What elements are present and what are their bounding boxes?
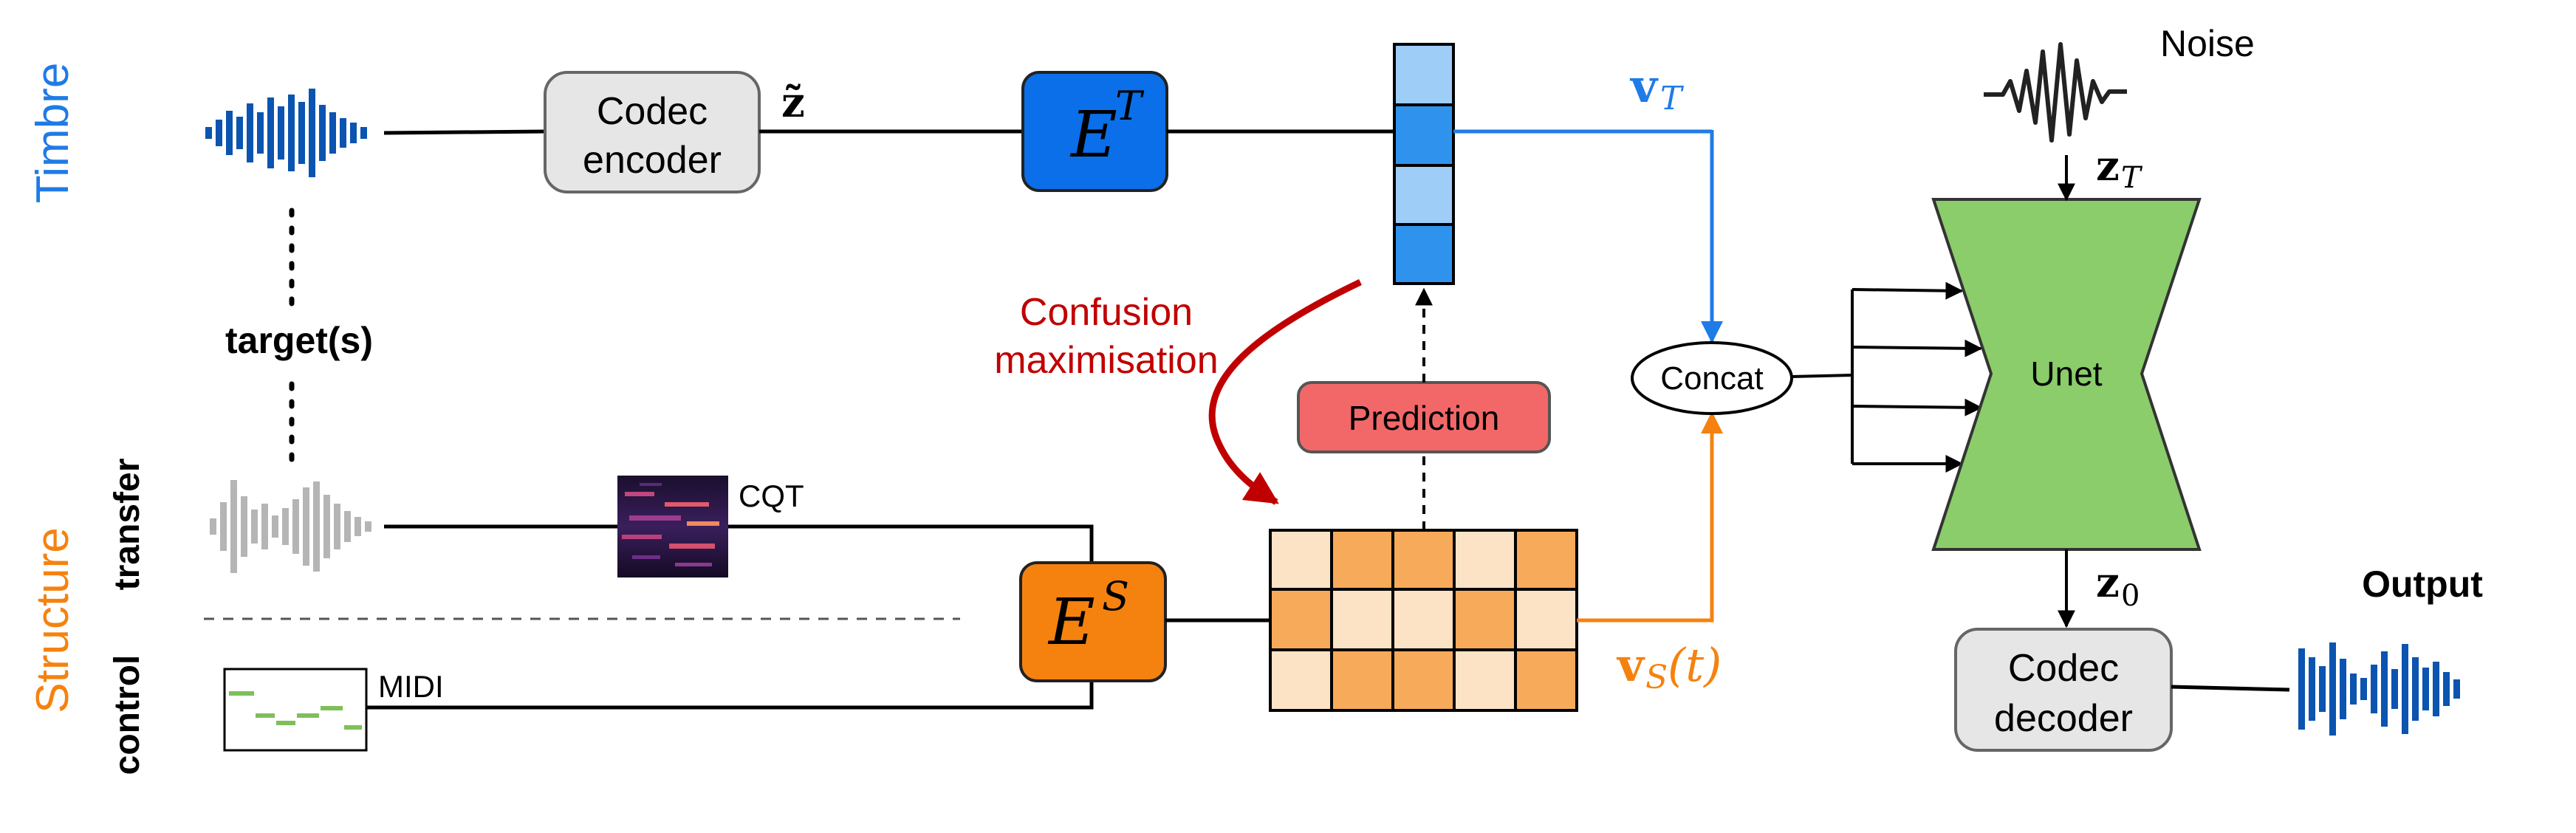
v-s-argument: (t) [1668,638,1722,692]
codec-decoder-label-1: Codec [2008,647,2119,690]
structure-label: Structure [27,527,78,713]
codec-encoder-block: Codec encoder [544,71,761,193]
confusion-label-2: maximisation [994,339,1218,382]
v-t-subscript: T [1660,80,1685,117]
timbre-encoder-block: E T [1021,71,1168,192]
timbre-label: Timbre [27,63,78,204]
unet-label: Unet [2030,354,2102,393]
svg-text:z: z [2096,142,2120,191]
svg-text:v: v [1616,638,1645,692]
structure-encoder-symbol: E [1047,586,1095,659]
transfer-label: transfer [108,459,147,591]
noise-icon [1984,42,2127,143]
codec-encoder-label-2: encoder [583,139,722,182]
structure-embedding-line [1577,411,1723,623]
z-t-symbol: z [2096,142,2120,191]
z-0-subscript: 0 [2121,579,2140,613]
codec-decoder-block: Codec decoder [1954,628,2173,752]
svg-text:E: E [1047,586,1095,659]
cqt-label: CQT [739,479,804,513]
svg-text:z: z [2096,558,2120,607]
cqt-image [617,476,728,577]
midi-piano-roll [223,668,368,752]
decoder-to-output-line [2171,685,2290,692]
prediction-label: Prediction [1349,399,1500,437]
z-0-symbol: z [2096,558,2120,607]
midi-label: MIDI [378,669,444,704]
control-label: control [108,655,147,775]
timbre-input-line [383,129,546,135]
timbre-encoder-superscript: T [1115,83,1145,129]
z-t-subscript: T [2121,161,2143,195]
codec-decoder-label-2: decoder [1994,697,2133,740]
z-tilde-symbol: z̃ [781,78,805,127]
concat-label: Concat [1660,360,1763,397]
v-t-symbol: v [1629,59,1659,113]
svg-text:E: E [1069,98,1117,172]
svg-text:v: v [1629,59,1659,113]
prediction-block: Prediction [1297,381,1551,453]
v-s-symbol: v [1616,638,1645,692]
v-s-subscript: S [1645,659,1668,696]
structure-encoder-superscript: S [1102,573,1129,620]
confusion-arrow [1208,278,1362,505]
midi-to-encoder-line [366,678,1094,710]
concat-node: Concat [1631,341,1793,415]
timbre-waveform-icon [205,89,367,177]
unet-block: Unet [1931,198,2202,551]
confusion-label-1: Confusion [1020,291,1193,334]
targets-label: target(s) [225,320,373,361]
noise-label: Noise [2160,23,2255,64]
codec-encoder-label-1: Codec [597,90,708,133]
output-waveform-icon [2298,642,2460,736]
timbre-embedding-vector [1393,43,1455,285]
cqt-to-encoder-line [728,524,1094,566]
output-label: Output [2362,563,2483,605]
structure-waveform-icon [210,480,371,573]
timbre-encoder-symbol: E [1069,98,1117,172]
concat-to-unet-arrows [1791,281,1983,473]
structure-embedding-grid [1269,529,1578,712]
structure-encoder-block: E S [1019,561,1167,682]
